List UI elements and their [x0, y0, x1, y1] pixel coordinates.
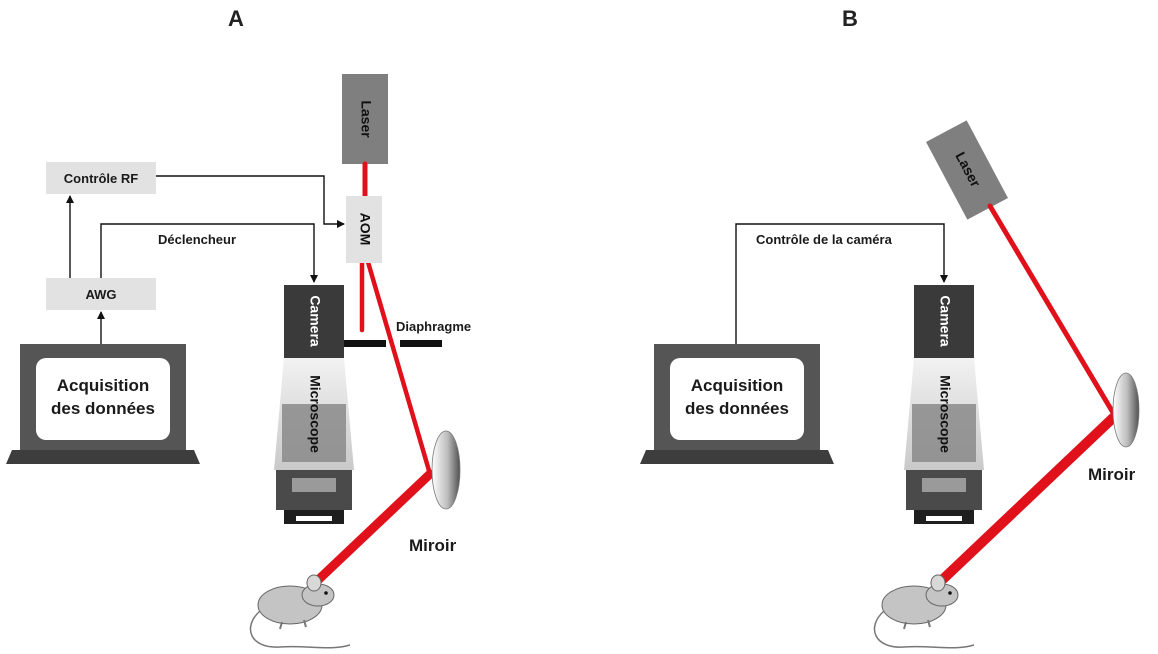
panel-b-label: B	[842, 6, 858, 31]
arrow-acq-to-camera-b	[735, 223, 948, 344]
connections-a: Déclencheur	[66, 175, 345, 344]
diaphragme: Diaphragme	[342, 319, 471, 347]
arrow-rf-to-aom	[156, 175, 345, 228]
controle-rf-label: Contrôle RF	[64, 171, 138, 186]
microscope-a-label: Microscope	[307, 375, 323, 453]
aom-label: AOM	[357, 213, 373, 246]
diaphragme-label: Diaphragme	[396, 319, 471, 334]
laptop-a: Acquisition des données	[6, 344, 200, 464]
mouse-a	[249, 574, 351, 649]
microscope-b-label: Microscope	[937, 375, 953, 453]
controle-rf-box: Contrôle RF	[46, 162, 156, 194]
laptop-b: Acquisition des données	[640, 344, 834, 464]
beam-a-to-mouse	[311, 469, 435, 587]
miroir-b-label: Miroir	[1088, 465, 1136, 484]
aom-box: AOM	[346, 196, 382, 263]
arrow-awg-to-camera	[100, 223, 318, 283]
declencheur-label: Déclencheur	[158, 232, 236, 247]
panel-a-label: A	[228, 6, 244, 31]
camera-a-label: Camera	[307, 295, 323, 347]
controle-camera-label: Contrôle de la caméra	[756, 232, 893, 247]
laser-b: Laser	[926, 120, 1008, 220]
connections-b: Contrôle de la caméra	[735, 223, 948, 344]
camera-b-label: Camera	[937, 295, 953, 347]
camera-microscope-a: Camera Microscope	[274, 285, 354, 524]
miroir-a-label: Miroir	[409, 536, 457, 555]
miroir-b: Miroir	[1088, 372, 1140, 484]
acquisition-b-line2: des données	[685, 399, 789, 418]
beam-b	[935, 203, 1120, 587]
miroir-a: Miroir	[409, 430, 461, 555]
awg-box: AWG	[46, 278, 156, 310]
acquisition-a-line1: Acquisition	[57, 376, 150, 395]
camera-microscope-b: Camera Microscope	[904, 285, 984, 524]
laser-a-label: Laser	[358, 100, 374, 138]
acquisition-a-line2: des données	[51, 399, 155, 418]
mouse-b	[873, 574, 975, 649]
acquisition-b-line1: Acquisition	[691, 376, 784, 395]
laser-a: Laser	[342, 74, 388, 164]
awg-label: AWG	[85, 287, 116, 302]
beam-a	[311, 161, 435, 587]
